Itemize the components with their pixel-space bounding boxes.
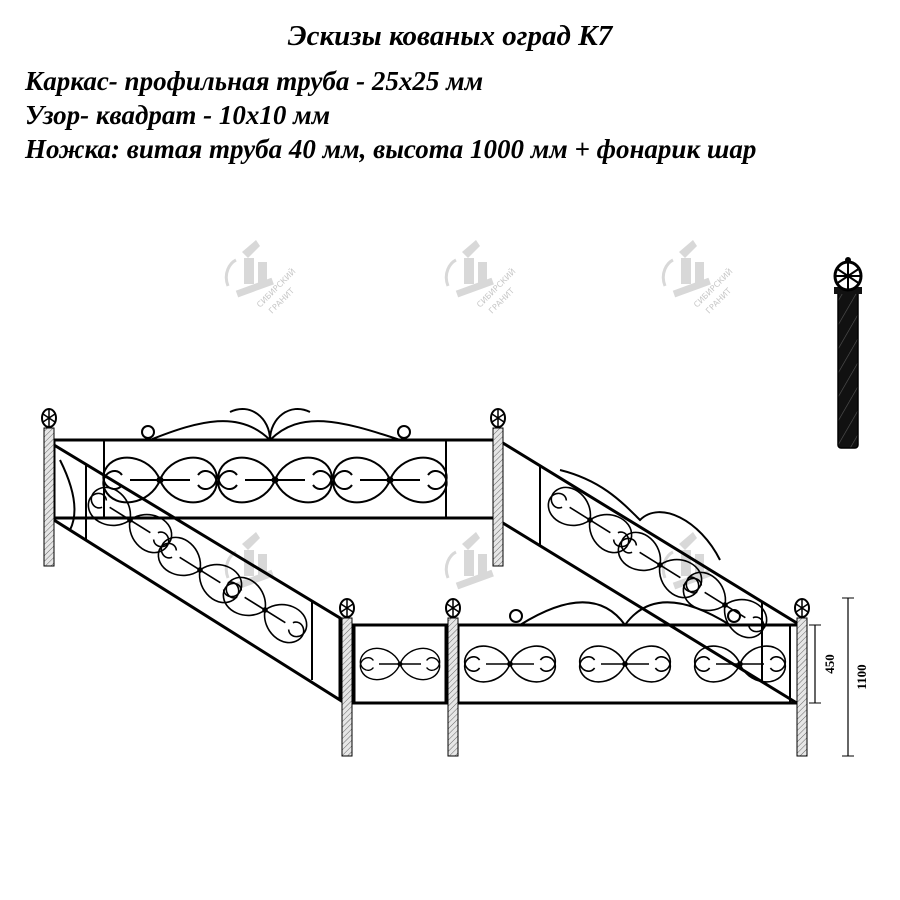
dimension-450-label: 450 <box>822 654 837 674</box>
watermark-1: СИБИРСКИЙ ГРАНИТ <box>224 238 298 315</box>
post-front-left <box>339 598 355 757</box>
watermark-4 <box>224 530 276 591</box>
lantern-ball-icon <box>833 257 863 292</box>
post-back-left <box>41 408 57 567</box>
post-back-right <box>490 408 506 567</box>
spec-frame: Каркас- профильная труба - 25х25 мм <box>25 66 484 96</box>
right-fence-panel <box>496 437 802 708</box>
granite-monument-logo-icon <box>224 238 276 299</box>
granite-monument-logo-icon <box>444 238 496 299</box>
post-front-right <box>794 598 810 757</box>
spec-post: Ножка: витая труба 40 мм, высота 1000 мм… <box>25 134 757 164</box>
watermark-2: СИБИРСКИЙ ГРАНИТ <box>444 238 518 315</box>
front-gate-panel <box>352 623 448 705</box>
granite-monument-logo-icon <box>444 530 496 591</box>
watermark-5 <box>444 530 496 591</box>
spec-pattern: Узор- квадрат - 10х10 мм <box>25 100 331 130</box>
sketch-title: Эскизы кованых оград К7 <box>287 20 613 52</box>
front-fence-panel <box>456 601 800 705</box>
granite-monument-logo-icon <box>661 238 713 299</box>
dimension-1100: 1100 <box>842 597 869 757</box>
twisted-post-detail <box>833 257 863 449</box>
watermark-3: СИБИРСКИЙ ГРАНИТ <box>661 238 735 315</box>
dimension-1100-label: 1100 <box>854 664 869 689</box>
post-gate-right <box>445 598 461 757</box>
back-fence-panel <box>52 407 500 520</box>
left-fence-panel <box>52 442 342 703</box>
dimension-450: 450 <box>809 624 837 704</box>
granite-monument-logo-icon <box>224 530 276 591</box>
